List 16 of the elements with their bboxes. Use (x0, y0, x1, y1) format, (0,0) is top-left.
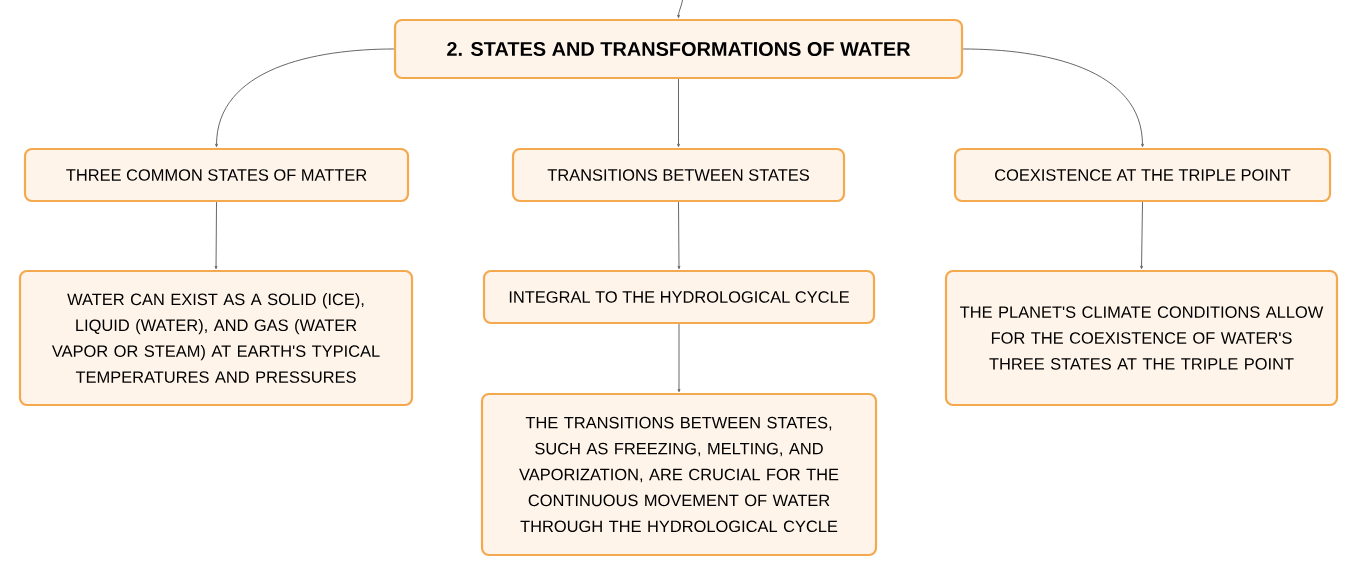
topic-box: TRANSITIONS BETWEEN STATES (511, 147, 846, 203)
arrow (215, 48, 395, 148)
topic-box: COEXISTENCE AT THE TRIPLE POINT (953, 147, 1332, 203)
topic-box: THREE COMMON STATES OF MATTER (23, 147, 410, 203)
arrow (677, 0, 683, 19)
description-box: THE TRANSITIONS BETWEEN STATES, SUCH AS FREEZING, MELTING, AND VAPORIZATION, ARE CRUCIAL FOR THE CONTINUOUS MOVEMENT OF WATER THROUGH THE HYDROLOGICAL CYCLE (480, 392, 878, 557)
arrow (1140, 201, 1143, 270)
arrow (962, 48, 1144, 148)
arrow (677, 78, 680, 148)
arrow (677, 323, 681, 393)
arrow (677, 201, 681, 270)
description-box: WATER CAN EXIST AS A SOLID (ICE), LIQUID (WATER), AND GAS (WATER VAPOR OR STEAM) AT EARTH'S TYPICAL TEMPERATURES AND PRESSURES (18, 269, 414, 407)
description-box: THE PLANET'S CLIMATE CONDITIONS ALLOW FOR THE COEXISTENCE OF WATER'S THREE STATES AT THE TRIPLE POINT (944, 269, 1339, 407)
topic-box: INTEGRAL TO THE HYDROLOGICAL CYCLE (482, 269, 876, 325)
title-box: 2. STATES AND TRANSFORMATIONS OF WATER (393, 18, 964, 80)
arrow (214, 201, 218, 270)
